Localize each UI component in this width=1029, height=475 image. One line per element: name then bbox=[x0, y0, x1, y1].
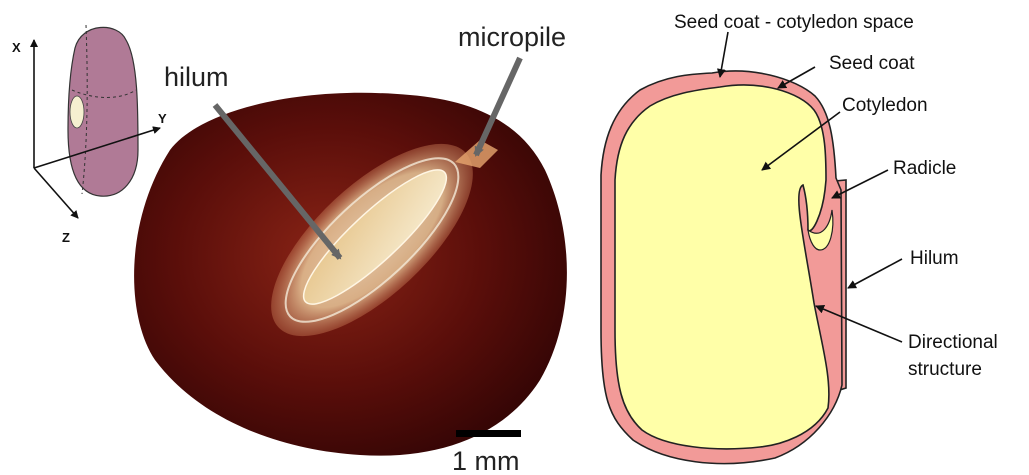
x-axis-label: X bbox=[12, 40, 21, 55]
z-axis-line bbox=[34, 168, 78, 218]
schematic bbox=[601, 71, 846, 464]
cotyledon-label: Cotyledon bbox=[842, 95, 928, 116]
radicle-label: Radicle bbox=[893, 158, 956, 179]
scale-bar-line bbox=[456, 430, 521, 437]
bean-inset-hilum bbox=[70, 96, 84, 128]
space-label: Seed coat - cotyledon space bbox=[674, 12, 914, 33]
directional-label-line1: Directional bbox=[908, 332, 998, 353]
hilum-schematic-label: Hilum bbox=[910, 248, 959, 269]
hilum-photo-label: hilum bbox=[164, 62, 229, 92]
seed-coat-label: Seed coat bbox=[829, 53, 915, 74]
seed-photo bbox=[134, 93, 567, 456]
space-pointer bbox=[720, 32, 728, 77]
micropile-label: micropile bbox=[458, 22, 566, 52]
cotyledon-shape bbox=[615, 85, 829, 449]
y-axis-label: Y bbox=[158, 111, 167, 126]
scale-bar-label: 1 mm bbox=[452, 446, 520, 475]
scale-bar: 1 mm bbox=[452, 430, 521, 475]
hilum-pointer bbox=[848, 259, 902, 288]
z-axis-label: Z bbox=[62, 230, 70, 245]
directional-label-line2: structure bbox=[908, 359, 982, 380]
